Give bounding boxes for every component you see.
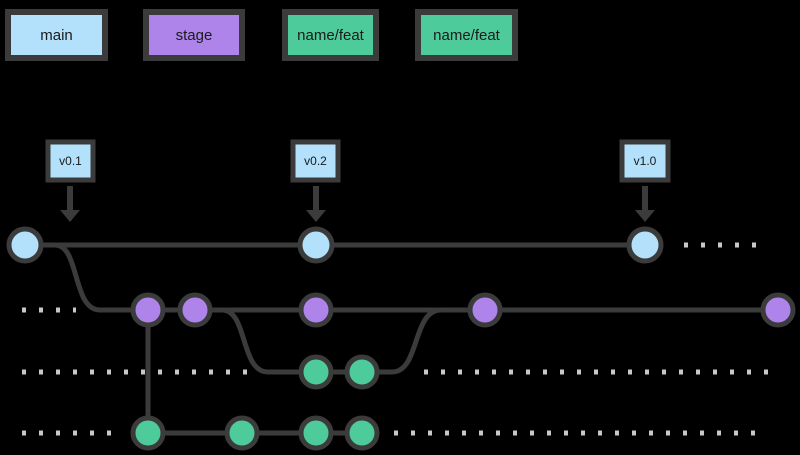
legend-swatch [143,9,245,61]
commit-node-featl-1[interactable] [130,415,166,451]
dotted-lines-layer [22,242,768,436]
legend-swatch [5,9,108,61]
version-tag-label: v0.1 [59,154,82,168]
edges-layer [41,242,763,436]
commit-circle [130,415,166,451]
commit-circle [297,226,335,264]
legend-label: name/feat [433,27,501,44]
commit-node-featl-4[interactable] [344,415,380,451]
edge-branch-stage-to-featupper [210,307,301,375]
commit-node-stage-2[interactable] [177,292,213,328]
legend-layer: main stage name/feat name/feat [5,9,518,61]
commit-node-main-3[interactable] [626,226,664,264]
legend-item-main-0[interactable]: main [5,9,108,61]
commit-node-main-2[interactable] [297,226,335,264]
edge-branch-main-to-stage [41,242,133,313]
commit-circle [298,292,334,328]
tag-arrow-head-icon [60,210,80,222]
commit-node-featl-2[interactable] [224,415,260,451]
version-tag-label: v0.2 [304,154,327,168]
commit-circle [6,226,44,264]
commit-circle [298,354,334,390]
legend-swatch [282,9,379,61]
tag-arrow-head-icon [306,210,326,222]
version-tag-v0.2[interactable]: v0.2 [290,139,341,222]
edge-merge-featupper-to-stage [377,307,470,375]
version-tag-box [45,139,96,183]
legend-item-stage-1[interactable]: stage [143,9,245,61]
commit-circle [467,292,503,328]
version-tag-box [619,139,671,183]
commit-circle [626,226,664,264]
commit-circle [177,292,213,328]
tag-arrow-head-icon [635,210,655,222]
legend-label: stage [176,27,213,44]
commit-node-stage-3[interactable] [298,292,334,328]
commit-circle [130,292,166,328]
commit-circle [344,415,380,451]
legend-item-name-feat-3[interactable]: name/feat [415,9,518,61]
version-tag-box [290,139,341,183]
commit-node-stage-1[interactable] [130,292,166,328]
legend-label: main [40,27,73,44]
commit-node-featu-2[interactable] [344,354,380,390]
version-tag-v1.0[interactable]: v1.0 [619,139,671,222]
legend-item-name-feat-2[interactable]: name/feat [282,9,379,61]
commit-node-stage-5[interactable] [760,292,796,328]
legend-label: name/feat [297,27,365,44]
commit-node-main-1[interactable] [6,226,44,264]
commit-circle [760,292,796,328]
commit-circle [224,415,260,451]
commit-circle [344,354,380,390]
commit-node-featu-1[interactable] [298,354,334,390]
version-tag-label: v1.0 [634,154,657,168]
legend-swatch [415,9,518,61]
commit-node-featl-3[interactable] [298,415,334,451]
version-tag-v0.1[interactable]: v0.1 [45,139,96,222]
version-tags-layer: v0.1 v0.2 v1.0 [45,139,671,222]
commit-nodes-layer [6,226,796,451]
commit-node-stage-4[interactable] [467,292,503,328]
commit-circle [298,415,334,451]
